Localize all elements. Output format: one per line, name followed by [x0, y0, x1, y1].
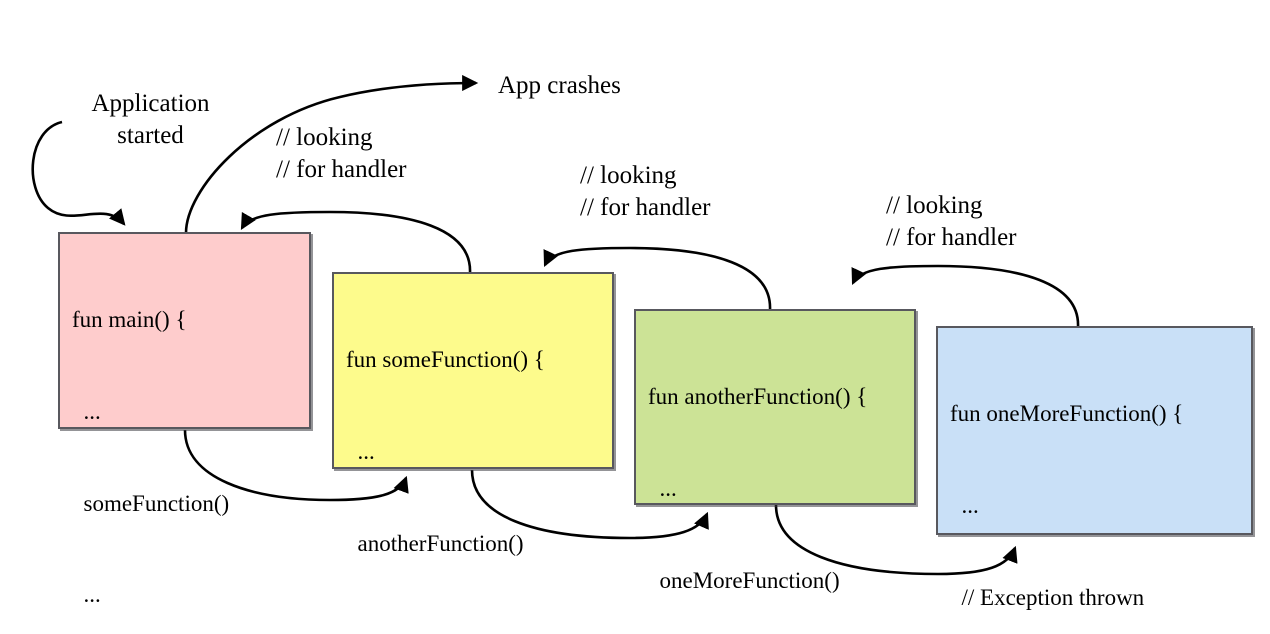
code-line: fun oneMoreFunction() {: [950, 401, 1184, 427]
code-line: fun someFunction() {: [346, 347, 545, 373]
app-crashes-label: App crashes: [498, 72, 621, 99]
code-line: ...: [346, 620, 600, 634]
code-line: ...: [648, 475, 677, 501]
code-line: // Exception thrown: [950, 584, 1145, 610]
code-line: fun main() {: [72, 307, 187, 333]
code-line: oneMoreFunction(): [648, 567, 840, 593]
looking-for-handler-label-3: // looking // for handler: [886, 192, 1017, 251]
code-line: ...: [72, 582, 101, 608]
code-line: anotherFunction(): [346, 530, 524, 556]
looking-for-handler-label-2: // looking // for handler: [580, 162, 711, 221]
code-box-one-more-function: fun oneMoreFunction() { ... // Exception…: [936, 326, 1253, 610]
code-line: someFunction(): [72, 490, 230, 516]
code-line: ...: [346, 438, 375, 464]
code-box-another-function: fun anotherFunction() { ... oneMoreFunct…: [634, 309, 916, 593]
code-box-main: fun main() { ... someFunction() ... }: [58, 232, 311, 607]
looking-for-handler-label-1: // looking // for handler: [276, 124, 407, 183]
code-line: fun anotherFunction() {: [648, 384, 868, 410]
code-box-some-function: fun someFunction() { ... anotherFunction…: [332, 272, 614, 634]
code-line: ...: [950, 492, 979, 518]
code-line: ...: [72, 398, 101, 424]
application-started-label: Application started: [91, 90, 210, 149]
